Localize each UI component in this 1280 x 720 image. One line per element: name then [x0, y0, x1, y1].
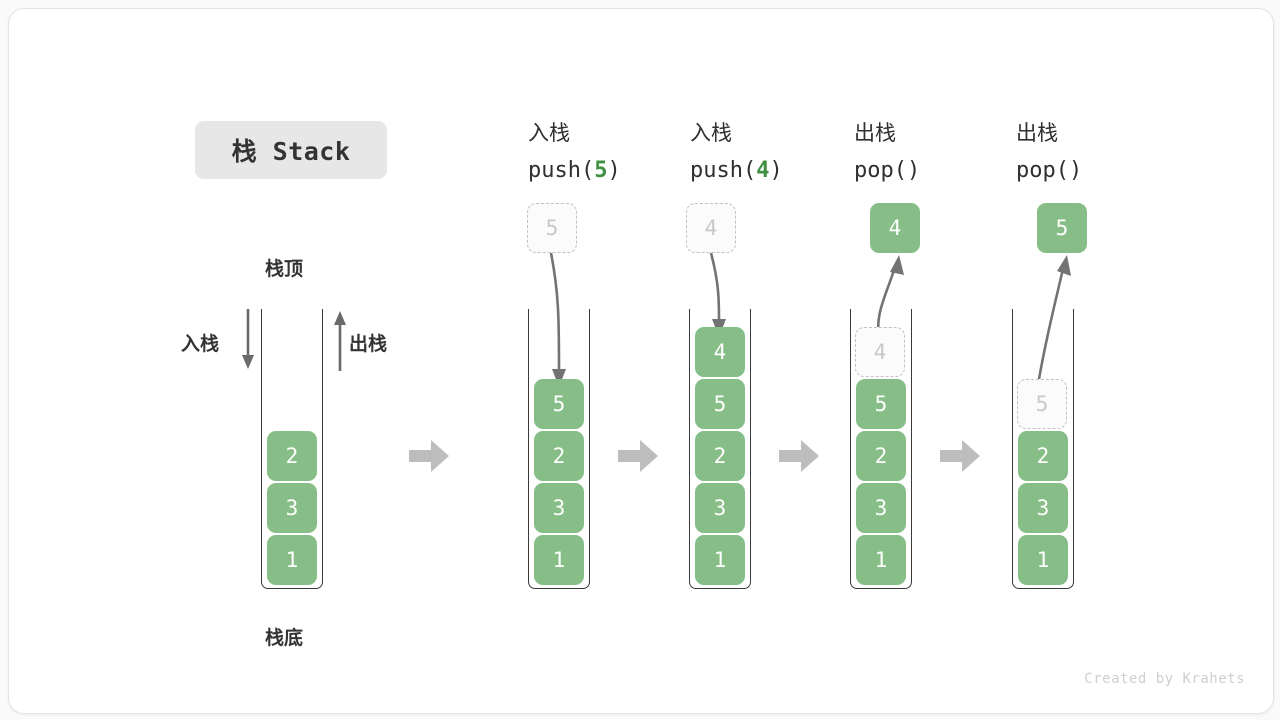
stage-header-line2: pop() — [854, 152, 920, 190]
stage-header-push-5: 入栈 push(5) — [528, 114, 621, 190]
stage-header-line2: push(5) — [528, 152, 621, 190]
pop-motion-arrow — [1035, 255, 1071, 392]
stack-container-pop-5 — [1012, 309, 1074, 589]
stage-header-line2: pop() — [1016, 152, 1082, 190]
diagram-title-chip: 栈 Stack — [195, 121, 387, 179]
stack-cell: 2 — [534, 431, 584, 481]
stack-cell: 4 — [695, 327, 745, 377]
diagram-card: 栈 Stack 栈顶 入栈 出栈 2 3 1 栈底 入栈 pu — [8, 8, 1274, 714]
stack-cell: 2 — [267, 431, 317, 481]
stack-cell: 3 — [1018, 483, 1068, 533]
header-fn-suffix: ) — [1068, 158, 1083, 183]
pop-direction-arrow — [334, 311, 346, 371]
stack-cell: 5 — [695, 379, 745, 429]
stack-cell: 1 — [856, 535, 906, 585]
stack-container-initial — [261, 309, 323, 589]
stack-container-push-4 — [689, 309, 751, 589]
pop-side-label: 出栈 — [349, 333, 388, 355]
header-fn-prefix: pop( — [1016, 158, 1069, 183]
stack-cell: 2 — [695, 431, 745, 481]
header-fn-arg: 5 — [594, 158, 608, 183]
popped-value-box: 4 — [870, 203, 920, 253]
stack-cell-ghost: 5 — [1017, 379, 1067, 429]
stack-cell-ghost: 4 — [855, 327, 905, 377]
floating-value-ghost: 4 — [686, 203, 736, 253]
push-direction-arrow — [242, 309, 254, 369]
stage-header-line1: 入栈 — [690, 121, 732, 145]
stack-cell: 1 — [1018, 535, 1068, 585]
floating-value-ghost: 5 — [527, 203, 577, 253]
stack-cell: 3 — [267, 483, 317, 533]
stage-header-line2: push(4) — [690, 152, 783, 190]
push-side-label: 入栈 — [181, 333, 220, 355]
stack-cell: 1 — [267, 535, 317, 585]
stack-cell: 1 — [695, 535, 745, 585]
page-title: 栈 Stack — [231, 137, 351, 166]
header-fn-prefix: push( — [690, 158, 757, 183]
header-fn-arg: 4 — [756, 158, 770, 183]
stack-cell: 5 — [856, 379, 906, 429]
stack-cell: 3 — [695, 483, 745, 533]
stack-cell: 5 — [534, 379, 584, 429]
stack-cell: 3 — [856, 483, 906, 533]
stage-header-push-4: 入栈 push(4) — [690, 114, 783, 190]
stack-cell: 3 — [534, 483, 584, 533]
stage-header-pop-4: 出栈 pop() — [854, 114, 920, 190]
header-fn-suffix: ) — [607, 158, 621, 183]
stage-header-pop-5: 出栈 pop() — [1016, 114, 1082, 190]
push-motion-arrow — [549, 252, 566, 387]
stack-container-push-5 — [528, 309, 590, 589]
stage-header-line1: 出栈 — [854, 121, 896, 145]
stack-cell: 2 — [856, 431, 906, 481]
stack-cell: 1 — [534, 535, 584, 585]
flow-arrow-icon — [940, 440, 980, 472]
header-fn-suffix: ) — [769, 158, 783, 183]
header-fn-suffix: ) — [906, 158, 921, 183]
flow-arrow-icon — [409, 440, 449, 472]
flow-arrow-icon — [779, 440, 819, 472]
header-fn-prefix: pop( — [854, 158, 907, 183]
credit-text: Created by Krahets — [1084, 671, 1245, 687]
flow-arrow-icon — [618, 440, 658, 472]
stage-header-line1: 出栈 — [1016, 121, 1058, 145]
stack-container-pop-4 — [850, 309, 912, 589]
stage-header-line1: 入栈 — [528, 121, 570, 145]
stack-cell: 2 — [1018, 431, 1068, 481]
stack-top-label: 栈顶 — [265, 258, 304, 280]
header-fn-prefix: push( — [528, 158, 595, 183]
stack-bottom-label: 栈底 — [265, 627, 304, 649]
popped-value-box: 5 — [1037, 203, 1087, 253]
